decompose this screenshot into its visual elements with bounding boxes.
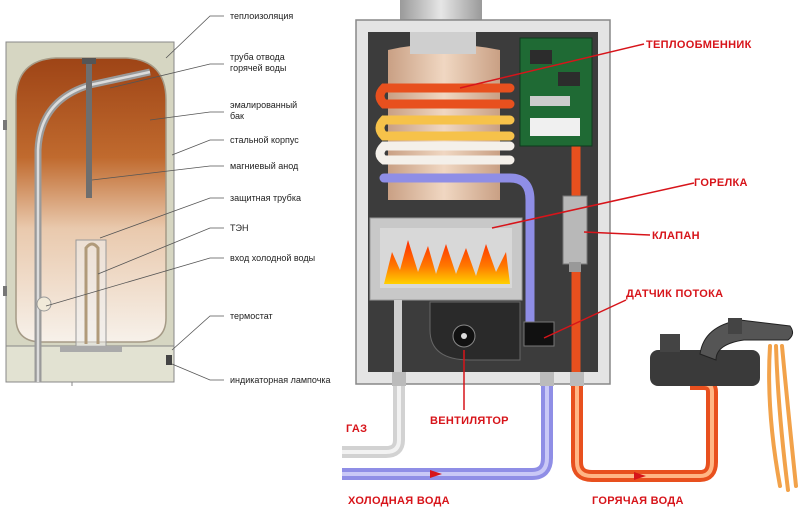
gas-pipe-outer: [342, 386, 405, 458]
valve-body: [562, 195, 588, 265]
cold-arrow-icon: [430, 470, 442, 478]
external-pipes: [342, 378, 718, 482]
label-valve: КЛАПАН: [652, 230, 700, 242]
mount-bracket-top: [3, 120, 7, 130]
label-anode: магниевый анод: [230, 161, 299, 171]
right-labels: ТЕПЛООБМЕННИК ГОРЕЛКА КЛАПАН ДАТЧИК ПОТО…: [346, 39, 752, 507]
label-tank-2: бак: [230, 111, 244, 121]
protective-tube: [75, 239, 107, 351]
hot-fitting: [570, 372, 584, 386]
anode-cap: [82, 58, 96, 64]
leader-ten: [97, 227, 224, 275]
valve-stem: [569, 262, 581, 272]
label-cold-inlet: вход холодной воды: [230, 253, 315, 263]
faucet-handle-right: [728, 318, 742, 334]
indicator-lamp: [166, 355, 172, 365]
label-burner: ГОРЕЛКА: [694, 177, 748, 189]
hot-arrow-icon: [634, 472, 646, 480]
label-insulation: теплоизоляция: [230, 11, 293, 21]
left-labels: теплоизоляция труба отвода горячей воды …: [230, 11, 331, 385]
coil-light: [375, 141, 515, 165]
label-thermostat: термостат: [230, 311, 273, 321]
label-tank-1: эмалированный: [230, 100, 297, 110]
faucet: [650, 318, 798, 492]
label-exchanger: ТЕПЛООБМЕННИК: [646, 39, 752, 51]
cold-fitting: [540, 372, 554, 386]
leader-flow-sensor: [543, 299, 627, 339]
burner-flame: [384, 240, 510, 284]
board-chip-1: [530, 50, 552, 64]
gas-tube-inner: [394, 300, 402, 372]
leader-tank: [149, 111, 224, 121]
label-hot-pipe-2: горячей воды: [230, 63, 286, 73]
right-leader-lines: [459, 43, 695, 410]
leader-hot-pipe: [109, 63, 224, 89]
magnesium-anode: [86, 62, 92, 198]
board-chip-2: [558, 72, 580, 86]
faucet-spout: [699, 319, 794, 361]
label-fan: ВЕНТИЛЯТОР: [430, 415, 509, 427]
coil-hot: [375, 83, 515, 109]
cold-pipe-outer: [342, 386, 553, 480]
flange-plate: [60, 346, 122, 352]
fan-hub: [461, 333, 467, 339]
fan-housing: [429, 301, 521, 361]
board-terminal: [530, 118, 580, 136]
leader-protect-tube: [99, 197, 224, 239]
left-leader-lines: [45, 15, 224, 381]
chimney: [400, 0, 482, 22]
gas-fitting: [392, 372, 406, 386]
label-cold-water: ХОЛОДНАЯ ВОДА: [348, 495, 450, 507]
leader-steel-body: [171, 139, 224, 156]
cold-inlet-nozzle: [36, 296, 52, 312]
gas-heater: [355, 0, 611, 386]
heating-element: [84, 242, 100, 344]
flue-hood: [410, 32, 476, 54]
faucet-handle-left: [660, 334, 680, 352]
leader-valve: [583, 231, 651, 236]
leader-burner: [491, 182, 695, 229]
flow-sensor-box: [523, 321, 555, 347]
leader-anode: [91, 165, 224, 181]
label-flow-sensor: ДАТЧИК ПОТОКА: [626, 288, 723, 300]
leader-insulation: [165, 15, 224, 59]
cold-pipe-highlight: [342, 386, 549, 476]
label-hot-water: ГОРЯЧАЯ ВОДА: [592, 495, 684, 507]
coil-warm: [375, 115, 515, 141]
hot-pipe-outer: [571, 378, 718, 482]
label-indicator: индикаторная лампочка: [230, 375, 331, 385]
label-steel-body: стальной корпус: [230, 135, 299, 145]
gas-pipe-highlight: [342, 386, 401, 454]
leader-indicator: [171, 363, 224, 381]
storage-heater: [3, 41, 175, 386]
mount-bracket-bottom: [3, 286, 7, 296]
label-ten: ТЭН: [230, 223, 248, 233]
label-gas: ГАЗ: [346, 423, 367, 435]
leader-cold-inlet: [45, 257, 224, 307]
faucet-base: [650, 350, 760, 386]
label-hot-pipe-1: труба отвода: [230, 52, 285, 62]
hot-water-stream: [767, 344, 798, 492]
label-protect-tube: защитная трубка: [230, 193, 301, 203]
leader-thermostat: [171, 315, 224, 351]
enamel-tank: [15, 57, 167, 343]
coil-cold: [379, 173, 535, 340]
hot-pipe-highlight: [575, 382, 714, 478]
board-connector: [530, 96, 570, 106]
leader-exchanger: [459, 43, 645, 89]
